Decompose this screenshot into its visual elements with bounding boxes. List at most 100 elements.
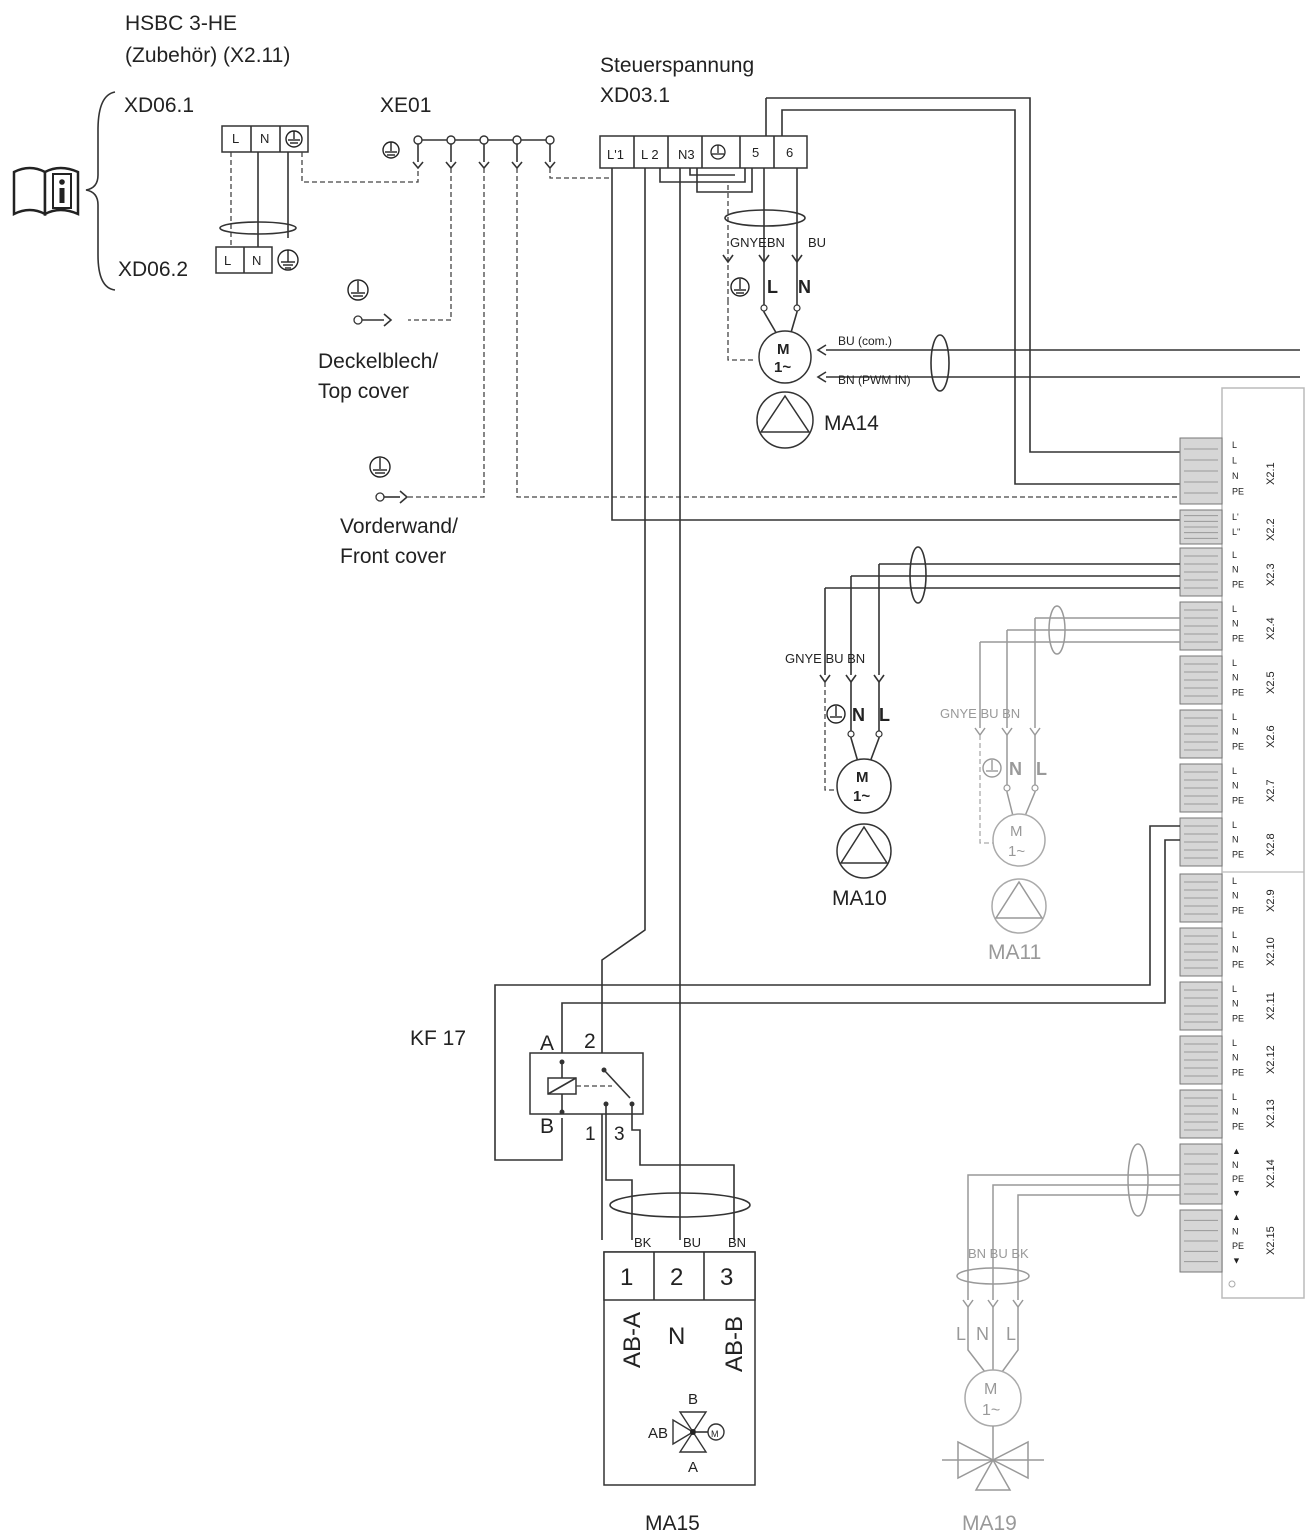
manual-info-icon bbox=[12, 166, 80, 217]
terminal-pin-label: N bbox=[1232, 999, 1239, 1009]
xd031-label: XD03.1 bbox=[600, 84, 670, 107]
valve-icon: M B AB A bbox=[648, 1391, 725, 1476]
svg-text:L: L bbox=[232, 131, 239, 146]
terminal-pin-label: PE bbox=[1232, 633, 1244, 643]
svg-text:1~: 1~ bbox=[853, 788, 870, 805]
svg-text:BU (com.): BU (com.) bbox=[838, 334, 892, 348]
svg-text:1~: 1~ bbox=[1008, 843, 1025, 860]
svg-text:AB: AB bbox=[648, 1425, 668, 1442]
header-title-2: (Zubehör) (X2.11) bbox=[125, 44, 290, 67]
cable-sheath bbox=[956, 1267, 1030, 1285]
svg-text:L 2: L 2 bbox=[641, 147, 659, 162]
terminal-pin-label: PE bbox=[1232, 1013, 1244, 1023]
terminal-id-label: X2.6 bbox=[1265, 725, 1277, 748]
terminal-pin-label: N bbox=[1232, 1227, 1239, 1237]
svg-text:5: 5 bbox=[752, 145, 759, 160]
terminal-id-label: X2.15 bbox=[1265, 1226, 1277, 1255]
terminal-pin-label: L bbox=[1232, 712, 1237, 722]
terminal-pin-label: L bbox=[1232, 1092, 1237, 1102]
terminal-pin-label: N bbox=[1232, 673, 1239, 683]
svg-text:M: M bbox=[984, 1381, 997, 1398]
terminal-pin-label: N bbox=[1232, 945, 1239, 955]
kf17-pin-1: 1 bbox=[585, 1124, 596, 1145]
terminal-pin-label: PE bbox=[1232, 1241, 1244, 1251]
terminal-pin-label: N bbox=[1232, 781, 1239, 791]
terminal-pin-label: N bbox=[1232, 619, 1239, 629]
ma19-wire-colors: BN BU BK bbox=[968, 1246, 1029, 1261]
kf17-pin-2: 2 bbox=[584, 1030, 596, 1053]
ma14-wire-bu: BU bbox=[808, 235, 826, 250]
terminal-block-X2-14: ▲NPE▼X2.14 bbox=[1179, 1143, 1277, 1205]
terminal-pin-label: N bbox=[1232, 1160, 1239, 1170]
terminal-pin-label: L bbox=[1232, 550, 1237, 560]
terminal-pin-label: PE bbox=[1232, 849, 1244, 859]
svg-text:AB-B: AB-B bbox=[721, 1316, 748, 1372]
terminal-id-label: X2.7 bbox=[1265, 779, 1277, 802]
ground-icon bbox=[285, 130, 303, 148]
ma15-name: MA15 bbox=[645, 1512, 700, 1535]
terminal-pin-label: N bbox=[1232, 1107, 1239, 1117]
ma14-name: MA14 bbox=[824, 412, 879, 435]
cable-sheath bbox=[1127, 1143, 1149, 1217]
xd062-label: XD06.2 bbox=[118, 258, 188, 281]
svg-text:1~: 1~ bbox=[774, 359, 791, 376]
ma15-wire-bn: BN bbox=[728, 1235, 746, 1250]
svg-text:L: L bbox=[956, 1324, 966, 1344]
ma11-wire-colors: GNYE BU BN bbox=[940, 706, 1020, 721]
ma11-motor: M 1~ bbox=[992, 813, 1046, 867]
terminal-pin-label: L bbox=[1232, 1038, 1237, 1048]
terminal-pin-label: ▼ bbox=[1232, 1256, 1241, 1266]
terminal-pin-label: PE bbox=[1232, 905, 1244, 915]
xd061-connector: L N bbox=[221, 125, 309, 153]
svg-text:N3: N3 bbox=[678, 147, 695, 162]
svg-text:N: N bbox=[252, 253, 261, 268]
ground-icon bbox=[982, 758, 1002, 778]
terminal-id-label: X2.8 bbox=[1265, 833, 1277, 856]
ma14-signal: BU (com.) BN (PWM IN) bbox=[816, 334, 1300, 392]
cable-sheath bbox=[724, 209, 806, 227]
terminal-pin-label: L bbox=[1232, 658, 1237, 668]
terminal-pin-label: L bbox=[1232, 984, 1237, 994]
svg-text:6: 6 bbox=[786, 145, 793, 160]
terminal-pin-label: N bbox=[1232, 835, 1239, 845]
terminal-pin-label: L bbox=[1232, 604, 1237, 614]
front-cover-terminal bbox=[375, 490, 409, 504]
terminal-pin-label: N bbox=[1232, 565, 1239, 575]
xd061-label: XD06.1 bbox=[124, 94, 194, 117]
ground-icon bbox=[826, 704, 846, 724]
steuer-title: Steuerspannung bbox=[600, 54, 754, 77]
terminal-pin-label: L bbox=[1232, 456, 1237, 466]
terminal-pin-label: N bbox=[1232, 727, 1239, 737]
terminal-block-X2-15: ▲NPE▼X2.15 bbox=[1179, 1209, 1277, 1273]
xd062-connector: L N bbox=[215, 246, 273, 274]
terminal-pin-label: N bbox=[1232, 891, 1239, 901]
group-brace bbox=[85, 91, 116, 291]
front-cover-label-1: Vorderwand/ bbox=[340, 515, 458, 538]
kf17-b: B bbox=[540, 1115, 554, 1138]
svg-text:M: M bbox=[856, 769, 869, 786]
terminal-id-label: X2.14 bbox=[1265, 1159, 1277, 1188]
cable-sheath bbox=[909, 546, 927, 604]
terminal-id-label: X2.10 bbox=[1265, 937, 1277, 966]
terminal-pin-label: L bbox=[1232, 766, 1237, 776]
svg-text:M: M bbox=[777, 341, 790, 358]
svg-text:3: 3 bbox=[720, 1264, 733, 1291]
svg-text:A: A bbox=[688, 1459, 698, 1476]
terminal-pin-label: PE bbox=[1232, 1067, 1244, 1077]
terminal-pin-label: N bbox=[1232, 1053, 1239, 1063]
ma15-wire-bu: BU bbox=[683, 1235, 701, 1250]
terminal-id-label: X2.9 bbox=[1265, 889, 1277, 912]
terminal-pin-label: L bbox=[1232, 876, 1237, 886]
terminal-pin-label: PE bbox=[1232, 959, 1244, 969]
kf17-relay bbox=[529, 1052, 644, 1115]
svg-text:2: 2 bbox=[670, 1264, 683, 1291]
svg-text:N: N bbox=[260, 131, 269, 146]
svg-text:1~: 1~ bbox=[982, 1402, 1000, 1419]
